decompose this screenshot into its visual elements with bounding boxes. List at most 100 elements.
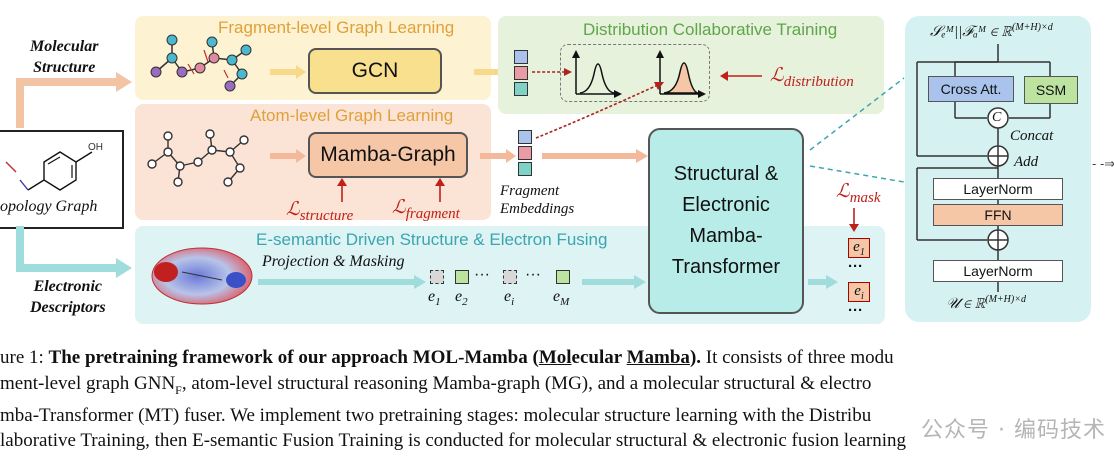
mask-token-ei: ei <box>848 282 870 302</box>
continuation-arrow: - -⇒ <box>1092 156 1114 171</box>
structure-loss: ℒstructure <box>286 198 353 225</box>
molecular-structure-label: Molecular Structure <box>30 36 98 78</box>
center-out-arrow <box>808 275 838 289</box>
structure-loss-symbol: ℒ <box>286 199 300 220</box>
mask-dots-2: ··· <box>848 302 863 319</box>
projection-masking-label: Projection & Masking <box>262 253 405 270</box>
electronic-descriptors-label: Electronic Descriptors <box>30 276 106 318</box>
tokens-dots-2: ··· <box>525 266 541 283</box>
layernorm-2-label: LayerNorm <box>963 263 1033 279</box>
caption-ecular: ecular <box>571 347 627 368</box>
center-line1: Structural & <box>673 163 779 185</box>
caption-line2-rest: , atom-level structural reasoning Mamba-… <box>181 372 872 394</box>
token-eM <box>556 270 570 284</box>
token-eM-label: eM <box>553 288 569 308</box>
mask-ei-symbol: e <box>854 282 861 299</box>
mask-loss-sub: mask <box>849 189 881 206</box>
emb-to-center-arrow <box>542 149 648 163</box>
cross-att-box: Cross Att. <box>928 76 1014 102</box>
molecule-drawing <box>5 151 93 191</box>
caption-mol: Mol <box>538 347 572 368</box>
mamba-graph-box: Mamba-Graph <box>308 132 468 178</box>
dist-cube-pink <box>514 66 528 80</box>
center-line2: Electronic <box>682 194 770 216</box>
molecular-label-line2: Structure <box>33 59 96 76</box>
concat-label: Concat <box>1010 128 1054 144</box>
caption-line-2: ment-level graph GNNF, atom-level struct… <box>0 371 1114 403</box>
left-arrows <box>16 72 132 278</box>
caption-mamba: Mamba <box>626 347 690 368</box>
fragment-graph-icon <box>150 34 252 92</box>
fragment-panel-title: Fragment-level Graph Learning <box>218 18 455 37</box>
cross-att-label: Cross Att. <box>940 81 1002 97</box>
distribution-panel-title: Distribution Collaborative Training <box>583 20 838 39</box>
token-e1-label: e1 <box>428 288 441 308</box>
caption-line2-start: ment-level graph GNN <box>0 372 176 394</box>
e1-sub: 1 <box>435 296 441 309</box>
caption-prefix: ure 1: <box>0 347 49 368</box>
token-ei <box>503 270 517 284</box>
add-label: Add <box>1014 154 1039 170</box>
esemantic-panel-title: E-semantic Driven Structure & Electron F… <box>256 230 608 249</box>
mask-e1-sub: 1 <box>859 246 865 258</box>
gcn-label: GCN <box>351 59 399 82</box>
mask-token-e1: e1 <box>848 238 870 258</box>
ffn-label: FFN <box>984 207 1012 223</box>
atom-loss-arrows <box>337 178 445 202</box>
right-panel-wiring <box>916 44 1051 292</box>
center-line4: Transformer <box>671 256 781 278</box>
distribution-curves <box>531 50 762 98</box>
dist-cube-blue <box>514 50 528 64</box>
ei-symbol: e <box>504 288 512 305</box>
topology-graph-box: OH opology Graph <box>0 130 124 229</box>
mask-ei-sub: i <box>860 290 864 302</box>
emb-cube-blue <box>518 130 532 144</box>
caption-line1-rest: It consists of three modu <box>701 347 894 368</box>
atom-panel-title: Atom-level Graph Learning <box>250 106 454 125</box>
mask-loss-arrow <box>849 208 859 232</box>
caption-line-1: ure 1: The pretraining framework of our … <box>0 345 1114 371</box>
eM-sub: M <box>560 296 570 309</box>
e2-sub: 2 <box>462 296 468 309</box>
electron-density-image <box>151 247 253 305</box>
gcn-box: GCN <box>308 48 442 94</box>
ssm-label: SSM <box>1035 82 1067 98</box>
emb-to-dist-dashed <box>535 82 664 139</box>
molecular-label-line1: Molecular <box>30 38 99 55</box>
formula-top-s: 𝒮 <box>930 24 942 40</box>
mamba-graph-label: Mamba-Graph <box>320 143 456 166</box>
caption-line-3: mba-Transformer (MT) fuser. We implement… <box>0 404 872 426</box>
ffn-box: FFN <box>933 204 1063 226</box>
caption-bold: The pretraining framework of our approac… <box>48 347 539 368</box>
formula-bottom: 𝒰 ∈ ℝ(M+H)×d <box>946 294 1026 312</box>
mask-e1-symbol: e <box>853 238 860 255</box>
distribution-loss-sub: distribution <box>783 73 854 90</box>
atom-graph-icon <box>147 129 249 187</box>
mask-loss-symbol: ℒ <box>836 181 850 202</box>
electronic-label-line1: Electronic <box>33 278 102 295</box>
figure-caption: ure 1: The pretraining framework of our … <box>0 345 1114 454</box>
fragment-loss: ℒfragment <box>392 196 460 223</box>
e1-symbol: e <box>428 288 436 305</box>
caption-bold-end: ). <box>689 347 702 368</box>
layernorm-1-box: LayerNorm <box>933 178 1063 200</box>
layernorm-1-label: LayerNorm <box>963 181 1033 197</box>
zoom-connectors <box>809 77 905 183</box>
fragment-arrow <box>270 65 306 79</box>
mamba-out-arrow <box>480 149 516 163</box>
mask-loss: ℒmask <box>836 180 881 207</box>
distribution-loss: ℒdistribution <box>770 64 854 91</box>
caption-gnn-sub: F <box>175 382 182 397</box>
token-e2 <box>455 270 469 284</box>
structural-electronic-mamba-transformer: Structural & Electronic Mamba- Transform… <box>648 128 804 314</box>
distribution-dashed-box <box>560 44 710 102</box>
ssm-box: SSM <box>1024 76 1078 104</box>
emb-cube-pink <box>518 146 532 160</box>
projection-arrow <box>258 275 426 289</box>
electronic-label-line2: Descriptors <box>30 299 106 316</box>
atom-arrow <box>270 149 306 163</box>
e2-symbol: e <box>455 288 463 305</box>
concat-symbol: C <box>992 110 1002 125</box>
fragment-embeddings-line1: Fragment <box>500 183 560 199</box>
center-line3: Mamba- <box>689 225 763 247</box>
